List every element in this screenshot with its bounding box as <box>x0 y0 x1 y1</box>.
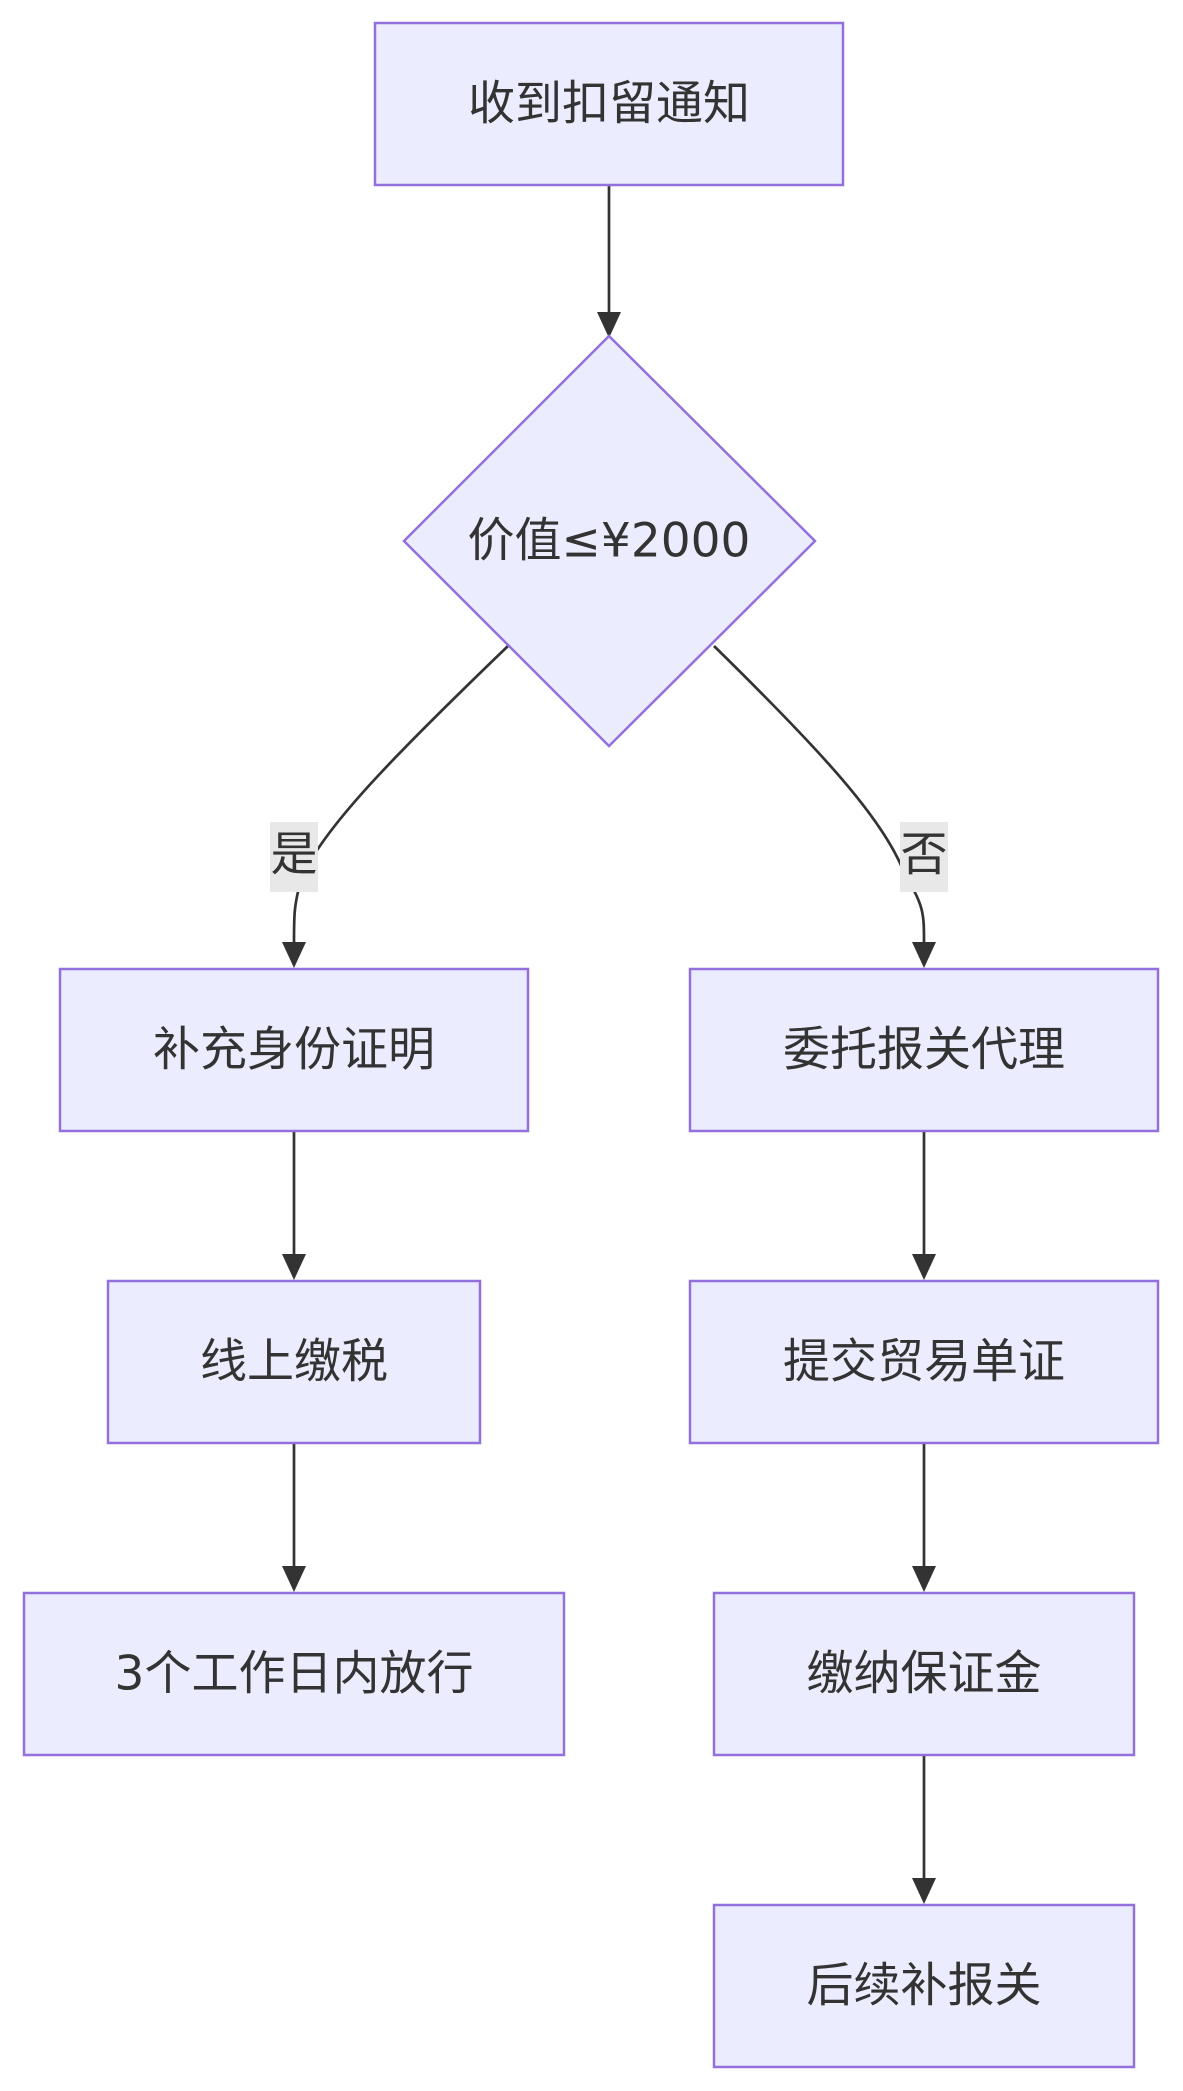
node-decision-label: 价值≤¥2000 <box>468 514 751 569</box>
edge-labels: 是 否 <box>270 822 948 892</box>
arrowhead-online-tax-to-release <box>282 1566 306 1592</box>
edges <box>282 186 936 1904</box>
nodes: 收到扣留通知 价值≤¥2000 补充身份证明 线上缴税 3个工作日内放行 委托报… <box>22 21 1160 2069</box>
edge-label-no: 否 <box>900 822 948 892</box>
arrowhead-decision-to-id-proof <box>282 942 306 968</box>
arrowhead-decision-to-agent <box>912 942 936 968</box>
arrowhead-deposit-to-follow-up <box>912 1878 936 1904</box>
node-release-label: 3个工作日内放行 <box>115 1647 474 1702</box>
node-trade-docs: 提交贸易单证 <box>688 1279 1160 1445</box>
edge-decision-to-agent <box>713 645 926 943</box>
node-id-proof: 补充身份证明 <box>58 967 530 1133</box>
arrowhead-agent-to-trade-docs <box>912 1254 936 1280</box>
arrowhead-start-to-decision <box>597 312 621 338</box>
edge-label-no-text: 否 <box>901 828 948 883</box>
node-follow-up-label: 后续补报关 <box>807 1959 1042 2014</box>
node-trade-docs-label: 提交贸易单证 <box>783 1335 1065 1390</box>
node-agent: 委托报关代理 <box>688 967 1160 1133</box>
arrowhead-trade-docs-to-deposit <box>912 1566 936 1592</box>
node-online-tax-label: 线上缴税 <box>200 1335 388 1390</box>
node-start: 收到扣留通知 <box>373 21 845 187</box>
node-follow-up: 后续补报关 <box>712 1903 1136 2069</box>
edge-label-yes-bg <box>270 822 318 892</box>
node-trade-docs-box <box>688 1279 1160 1445</box>
node-agent-label: 委托报关代理 <box>783 1023 1065 1078</box>
node-deposit-box <box>712 1591 1136 1757</box>
node-online-tax-box <box>106 1279 482 1445</box>
node-start-label: 收到扣留通知 <box>468 77 750 132</box>
node-decision-diamond <box>402 334 817 748</box>
node-id-proof-box <box>58 967 530 1133</box>
node-id-proof-label: 补充身份证明 <box>153 1023 435 1078</box>
edge-label-yes: 是 <box>270 822 318 892</box>
node-start-box <box>373 21 845 187</box>
node-agent-box <box>688 967 1160 1133</box>
edge-label-no-bg <box>900 822 948 892</box>
edge-decision-to-id-proof <box>292 645 509 943</box>
node-release: 3个工作日内放行 <box>22 1591 566 1757</box>
node-release-box <box>22 1591 566 1757</box>
node-decision: 价值≤¥2000 <box>402 334 817 748</box>
node-deposit: 缴纳保证金 <box>712 1591 1136 1757</box>
node-online-tax: 线上缴税 <box>106 1279 482 1445</box>
arrowhead-id-proof-to-online-tax <box>282 1254 306 1280</box>
edge-label-yes-text: 是 <box>271 828 318 883</box>
node-deposit-label: 缴纳保证金 <box>807 1647 1042 1702</box>
node-follow-up-box <box>712 1903 1136 2069</box>
